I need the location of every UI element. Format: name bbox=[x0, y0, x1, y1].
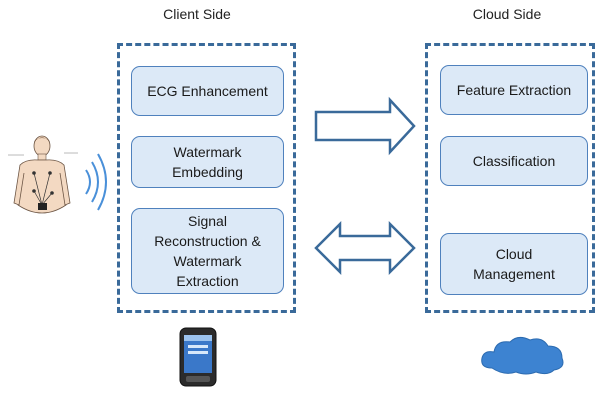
wireless-signal-icon bbox=[85, 153, 107, 211]
client-side-title: Client Side bbox=[163, 6, 231, 22]
watermark-embedding-block: Watermark Embedding bbox=[131, 136, 284, 188]
watermark-embedding-label: Watermark Embedding bbox=[172, 144, 243, 180]
smartphone-icon bbox=[179, 327, 217, 387]
classification-label: Classification bbox=[472, 153, 556, 169]
right-arrow bbox=[314, 96, 416, 156]
patient-ecg-icon bbox=[8, 135, 78, 214]
signal-reconstruction-block: Signal Reconstruction & Watermark Extrac… bbox=[131, 208, 284, 294]
feature-extraction-label: Feature Extraction bbox=[456, 82, 572, 98]
cloud-management-label: Cloud Management bbox=[473, 246, 555, 282]
ecg-enhancement-label: ECG Enhancement bbox=[147, 83, 268, 99]
ecg-enhancement-block: ECG Enhancement bbox=[131, 66, 284, 116]
client-side-panel bbox=[117, 43, 296, 313]
double-arrow bbox=[314, 220, 416, 276]
cloud-side-panel bbox=[425, 43, 595, 313]
cloud-side-title: Cloud Side bbox=[472, 6, 542, 22]
cloud-icon bbox=[481, 336, 564, 375]
signal-reconstruction-label: Signal Reconstruction & Watermark Extrac… bbox=[154, 213, 261, 289]
cloud-management-block: Cloud Management bbox=[440, 233, 588, 295]
classification-block: Classification bbox=[440, 136, 588, 186]
feature-extraction-block: Feature Extraction bbox=[440, 65, 588, 115]
